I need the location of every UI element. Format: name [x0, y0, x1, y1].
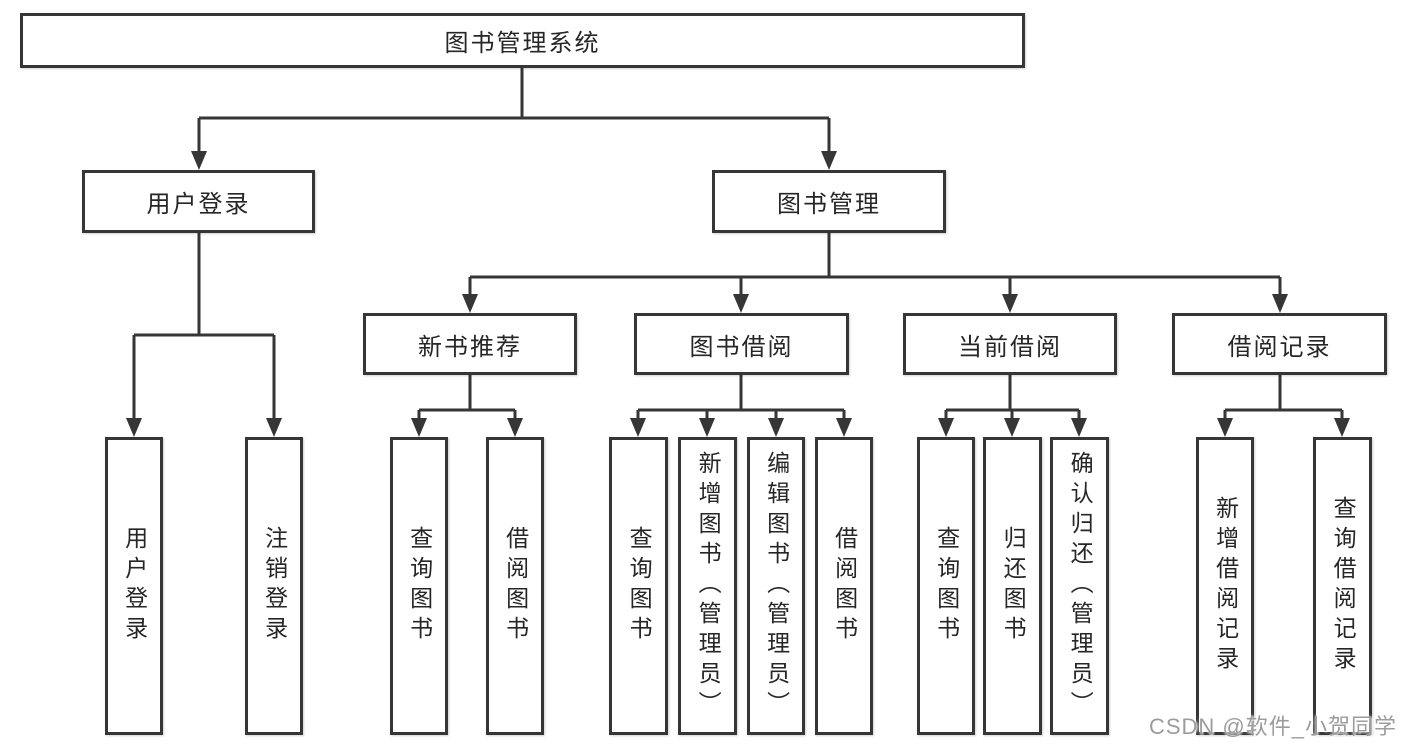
node-current-borrowing: 当前借阅: [903, 313, 1117, 375]
arrowhead: [507, 418, 523, 437]
node-label: 图书借阅: [689, 333, 794, 361]
node-book-borrowing: 图书借阅: [634, 313, 849, 375]
leaf-label: 用户登录: [121, 526, 148, 646]
arrowhead: [630, 418, 646, 437]
arrowhead: [733, 294, 749, 313]
leaf-query-books-recommend: 查询图书: [390, 437, 448, 735]
leaf-confirm-return-admin: 确认归还（管理员）: [1050, 437, 1109, 735]
arrowhead: [836, 418, 852, 437]
leaf-add-borrow-record: 新增借阅记录: [1196, 437, 1254, 735]
leaf-label: 编辑图书（管理员）: [763, 451, 790, 721]
leaf-label: 查询图书: [933, 526, 960, 646]
arrowhead: [938, 418, 954, 437]
node-user-login: 用户登录: [82, 170, 315, 233]
arrowhead: [462, 294, 478, 313]
arrowhead: [1217, 418, 1233, 437]
leaf-user-login: 用户登录: [105, 437, 163, 735]
arrowhead: [699, 418, 715, 437]
arrowhead: [266, 418, 282, 437]
leaf-query-borrow-record: 查询借阅记录: [1313, 437, 1372, 735]
node-label: 新书推荐: [418, 333, 522, 361]
arrowhead: [191, 151, 207, 170]
node-label: 当前借阅: [958, 333, 1062, 361]
arrowhead: [126, 418, 142, 437]
leaf-label: 新增借阅记录: [1212, 496, 1239, 676]
node-label: 图书管理: [777, 191, 881, 218]
leaf-label: 查询图书: [406, 526, 433, 646]
node-new-book-recommend: 新书推荐: [363, 313, 577, 375]
arrowhead: [411, 418, 427, 437]
arrowhead: [1002, 294, 1018, 313]
leaf-add-book-admin: 新增图书（管理员）: [678, 437, 737, 735]
csdn-watermark: CSDN @软件_小贺同学: [1148, 714, 1397, 739]
leaf-label: 归还图书: [1000, 526, 1027, 646]
leaf-label: 借阅图书: [831, 526, 858, 646]
leaf-borrow-books-borrowing: 借阅图书: [815, 437, 873, 735]
arrowhead: [1272, 294, 1288, 313]
node-library-system: 图书管理系统: [20, 13, 1025, 68]
arrowhead: [1334, 418, 1350, 437]
arrowhead: [768, 418, 784, 437]
leaf-label: 新增图书（管理员）: [695, 451, 722, 721]
arrowhead: [1071, 418, 1087, 437]
leaf-label: 注销登录: [261, 526, 288, 646]
leaf-return-books: 归还图书: [983, 437, 1042, 735]
node-label: 借阅记录: [1227, 333, 1332, 361]
leaf-label: 查询图书: [626, 526, 653, 646]
leaf-query-books-borrowing: 查询图书: [609, 437, 668, 735]
node-label: 图书管理系统: [444, 30, 601, 57]
leaf-label: 查询借阅记录: [1330, 496, 1357, 676]
node-book-management: 图书管理: [712, 170, 946, 233]
leaf-logout: 注销登录: [245, 437, 303, 735]
leaf-label: 确认归还（管理员）: [1067, 451, 1094, 721]
arrowhead: [821, 151, 837, 170]
leaf-edit-book-admin: 编辑图书（管理员）: [747, 437, 805, 735]
arrowhead: [1004, 418, 1020, 437]
leaf-query-books-current: 查询图书: [917, 437, 975, 735]
node-label: 用户登录: [146, 191, 251, 218]
leaf-borrow-books-recommend: 借阅图书: [486, 437, 544, 735]
node-borrowing-records: 借阅记录: [1172, 313, 1387, 375]
leaf-label: 借阅图书: [502, 526, 529, 646]
